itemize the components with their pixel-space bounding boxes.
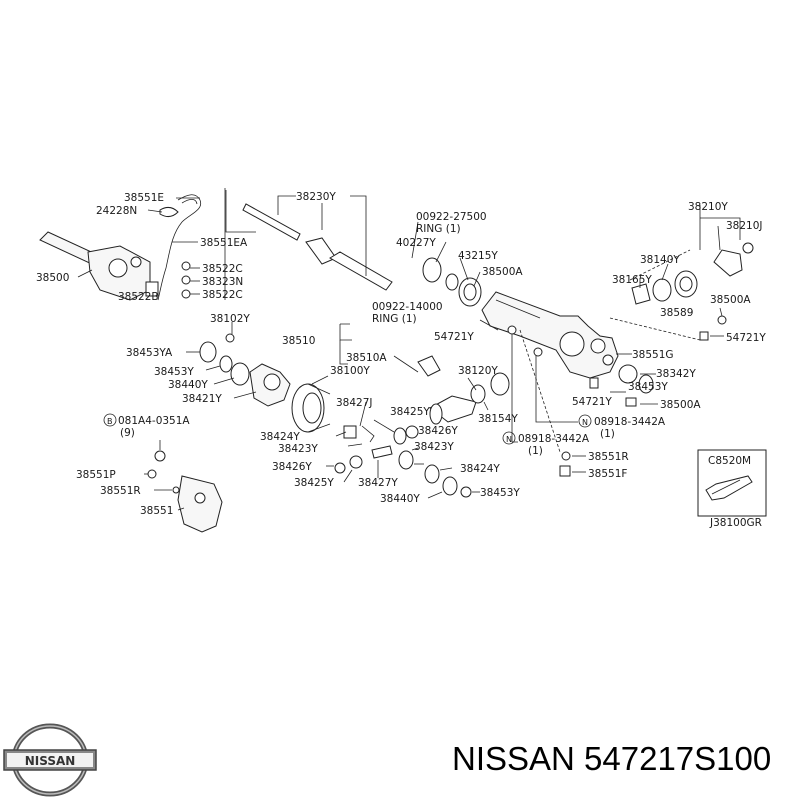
label-081A4-0351A: 081A4-0351A [118, 415, 190, 427]
bolt-callout-b: N [502, 431, 516, 445]
svg-text:B: B [107, 417, 113, 426]
label-ring-a: RING (1) [416, 223, 461, 235]
label-38551E: 38551E [124, 192, 164, 204]
label-38500A-b: 38500A [710, 294, 751, 306]
label-38427J: 38427J [336, 397, 373, 409]
label-drawing-code: J38100GR [709, 517, 762, 529]
breather-hose [145, 194, 202, 301]
label-08918-3442A-a: 08918-3442A [594, 416, 666, 428]
label-38120Y: 38120Y [458, 365, 498, 377]
label-54721Y-c: 54721Y [572, 396, 612, 408]
label-38421Y: 38421Y [182, 393, 222, 405]
drive-pinion [429, 372, 510, 425]
label-38551EA: 38551EA [200, 237, 248, 249]
label-38427Y: 38427Y [358, 477, 398, 489]
label-38323N: 38323N [202, 276, 243, 288]
label-38510A: 38510A [346, 352, 387, 364]
label-38440Y-l: 38440Y [168, 379, 208, 391]
label-38102Y: 38102Y [210, 313, 250, 325]
axle-shaft [242, 195, 393, 291]
label-38440Y-r: 38440Y [380, 493, 420, 505]
label-38551R-r: 38551R [588, 451, 629, 463]
label-38522C-b: 38522C [202, 289, 243, 301]
label-38453Y-b: 38453Y [480, 487, 520, 499]
label-38453Y-r: 38453Y [628, 381, 668, 393]
label-38100Y: 38100Y [330, 365, 370, 377]
label-38551P: 38551P [76, 469, 116, 481]
inset-box [697, 449, 767, 517]
ring-gear [291, 375, 331, 433]
label-38210J: 38210J [726, 220, 763, 232]
label-38551: 38551 [140, 505, 173, 517]
logo-wordmark: NISSAN [25, 754, 76, 768]
label-38551G: 38551G [632, 349, 674, 361]
right-flange-parts [559, 205, 754, 477]
label-38423Y-a: 38423Y [278, 443, 318, 455]
label-00922-27500: 00922-27500 [416, 211, 487, 223]
label-38522C-a: 38522C [202, 263, 243, 275]
label-38426Y-b: 38426Y [272, 461, 312, 473]
label-38522B: 38522B [118, 291, 159, 303]
label-24228N: 24228N [96, 205, 137, 217]
label-inset-code: C8520M [708, 455, 751, 467]
label-bolt-qty: (9) [120, 427, 135, 439]
label-38500A-c: 38500A [660, 399, 701, 411]
bolt-callout-a: N [578, 414, 592, 428]
label-38425Y-a: 38425Y [390, 406, 430, 418]
label-38424Y-r: 38424Y [460, 463, 500, 475]
label-38426Y-a: 38426Y [418, 425, 458, 437]
label-38165Y: 38165Y [612, 274, 652, 286]
spider-gear-set [326, 401, 480, 499]
part-number-caption: NISSAN 547217S100 [452, 740, 772, 777]
svg-text:N: N [582, 418, 588, 427]
differential-cover [144, 440, 223, 533]
label-00922-14000: 00922-14000 [372, 301, 443, 313]
label-38342Y: 38342Y [656, 368, 696, 380]
label-38423Y-b: 38423Y [414, 441, 454, 453]
label-38424Y-l: 38424Y [260, 431, 300, 443]
label-38551F-r: 38551F [588, 468, 627, 480]
label-40227Y: 40227Y [396, 237, 436, 249]
label-qty-a: (1) [600, 428, 615, 440]
label-38500A-a: 38500A [482, 266, 523, 278]
seal-group-top [411, 221, 482, 307]
label-38425Y-b: 38425Y [294, 477, 334, 489]
label-38551R-l: 38551R [100, 485, 141, 497]
nissan-logo-icon: NISSAN [3, 723, 97, 797]
label-54721Y-b: 54721Y [726, 332, 766, 344]
label-qty-b: (1) [528, 445, 543, 457]
label-38140Y: 38140Y [640, 254, 680, 266]
label-38230Y: 38230Y [296, 191, 336, 203]
differential-carrier-housing [481, 249, 701, 379]
label-54721Y-a: 54721Y [434, 331, 474, 343]
differential-case-assembly [186, 319, 499, 407]
label-38210Y: 38210Y [688, 201, 728, 213]
bolt-callout-c: B [103, 413, 117, 427]
label-38510: 38510 [282, 335, 315, 347]
axle-housing-left [39, 188, 256, 301]
label-43215Y: 43215Y [458, 250, 498, 262]
label-ring-b: RING (1) [372, 313, 417, 325]
label-38589: 38589 [660, 307, 693, 319]
bolt-group-08918 [507, 325, 578, 453]
svg-text:N: N [506, 435, 512, 444]
label-08918-3442A-b: 08918-3442A [518, 433, 590, 445]
label-38453YA: 38453YA [126, 347, 173, 359]
label-38453Y-l: 38453Y [154, 366, 194, 378]
label-38154Y: 38154Y [478, 413, 518, 425]
label-38500: 38500 [36, 272, 69, 284]
